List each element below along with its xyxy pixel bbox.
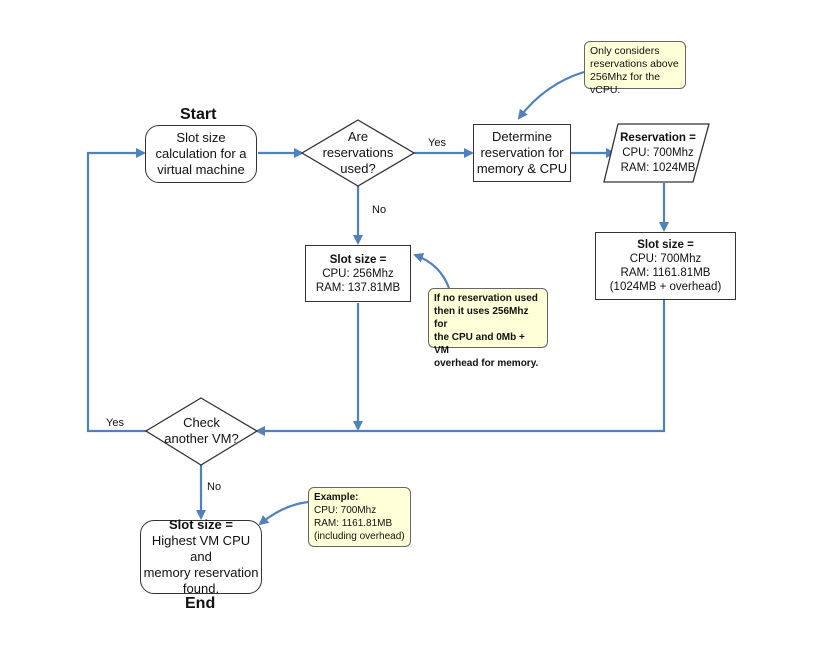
decision-line: Check [183,415,220,430]
decision-line: reservations [322,145,394,160]
slot-size-default-node: Slot size = CPU: 256Mhz RAM: 137.81MB [305,245,411,302]
end-title: End [185,595,216,612]
callout-arrow-example [258,500,309,526]
reservation-parallelogram [603,123,710,183]
slot-size-reserved-node: Slot size = CPU: 700Mhz RAM: 1161.81MB (… [595,232,736,300]
note-no-reservation: If no reservation used then it uses 256M… [428,288,548,369]
note-line: the CPU and 0Mb + VM [434,332,525,356]
reservation-heading: Reservation = [620,131,696,144]
slot-heading: Slot size = [329,253,387,266]
determine-reservation-node: Determine reservation for memory & CPU [473,124,571,182]
note-line: then it uses 256Mhz for [434,306,529,330]
slot-heading: Slot size = [637,239,694,251]
note-line: overhead for memory. [434,358,539,369]
note-line: If no reservation used [434,293,538,304]
note-above-256mhz: Only considers reservations above 256Mhz… [584,41,686,96]
note-heading: Example: [314,492,359,503]
note-line: (including overhead) [314,531,405,542]
decision-reservations-text: Are reservations used? [302,125,414,181]
note-line: Only considers [590,45,660,57]
callout-arrow-no-reservation [413,253,451,289]
node-line: virtual machine [157,162,245,177]
note-line: 256Mhz for the vCPU. [590,71,661,96]
slot-line: CPU: 700Mhz [629,253,702,265]
slot-size-final-node: Slot size = Highest VM CPU and memory re… [140,517,262,596]
decision-line: Are [347,129,369,144]
decision-diamond-check-vm [144,397,259,466]
slot-line: (1024MB + overhead) [609,281,722,293]
edge-label-yes-left: Yes [106,417,124,429]
edge-label-no-end: No [207,481,222,493]
decision-diamond-reservations [300,119,416,187]
node-line: calculation for a [155,146,247,161]
slot-heading: Slot size = [169,517,233,532]
node-line: Slot size [176,130,226,145]
edge-label-no-down: No [372,204,387,216]
start-title: Start [180,106,217,123]
reservation-line: RAM: 1024MB [620,161,696,174]
slot-line: CPU: 256Mhz [322,267,394,280]
reservation-node: Reservation = CPU: 700Mhz RAM: 1024MB [610,126,706,180]
note-example: Example: CPU: 700Mhz RAM: 1161.81MB (inc… [308,487,411,547]
slot-line: Highest VM CPU and [151,533,251,564]
node-line: Determine [492,129,552,144]
decision-line: another VM? [164,431,239,446]
slot-line: RAM: 137.81MB [315,281,401,294]
edge-check-yes-loop [86,148,147,433]
node-line: memory & CPU [476,161,568,176]
reservation-line: CPU: 700Mhz [622,146,694,159]
slot-size-calculation-node: Slot size calculation for a virtual mach… [145,125,257,183]
decision-check-vm-text: Check another VM? [146,407,257,455]
edge-label-yes-right: Yes [428,137,446,149]
note-line: RAM: 1161.81MB [314,518,393,529]
slot-line: found. [182,581,220,596]
note-line: CPU: 700Mhz [314,505,377,516]
slot-line: memory reservation [143,565,259,580]
decision-line: used? [340,161,376,176]
node-line: reservation for [480,145,564,160]
callout-arrow-above-256 [517,70,585,120]
edge-slot-reserved-to-check [255,300,666,436]
note-line: reservations above [590,58,679,70]
slot-line: RAM: 1161.81MB [620,267,711,279]
